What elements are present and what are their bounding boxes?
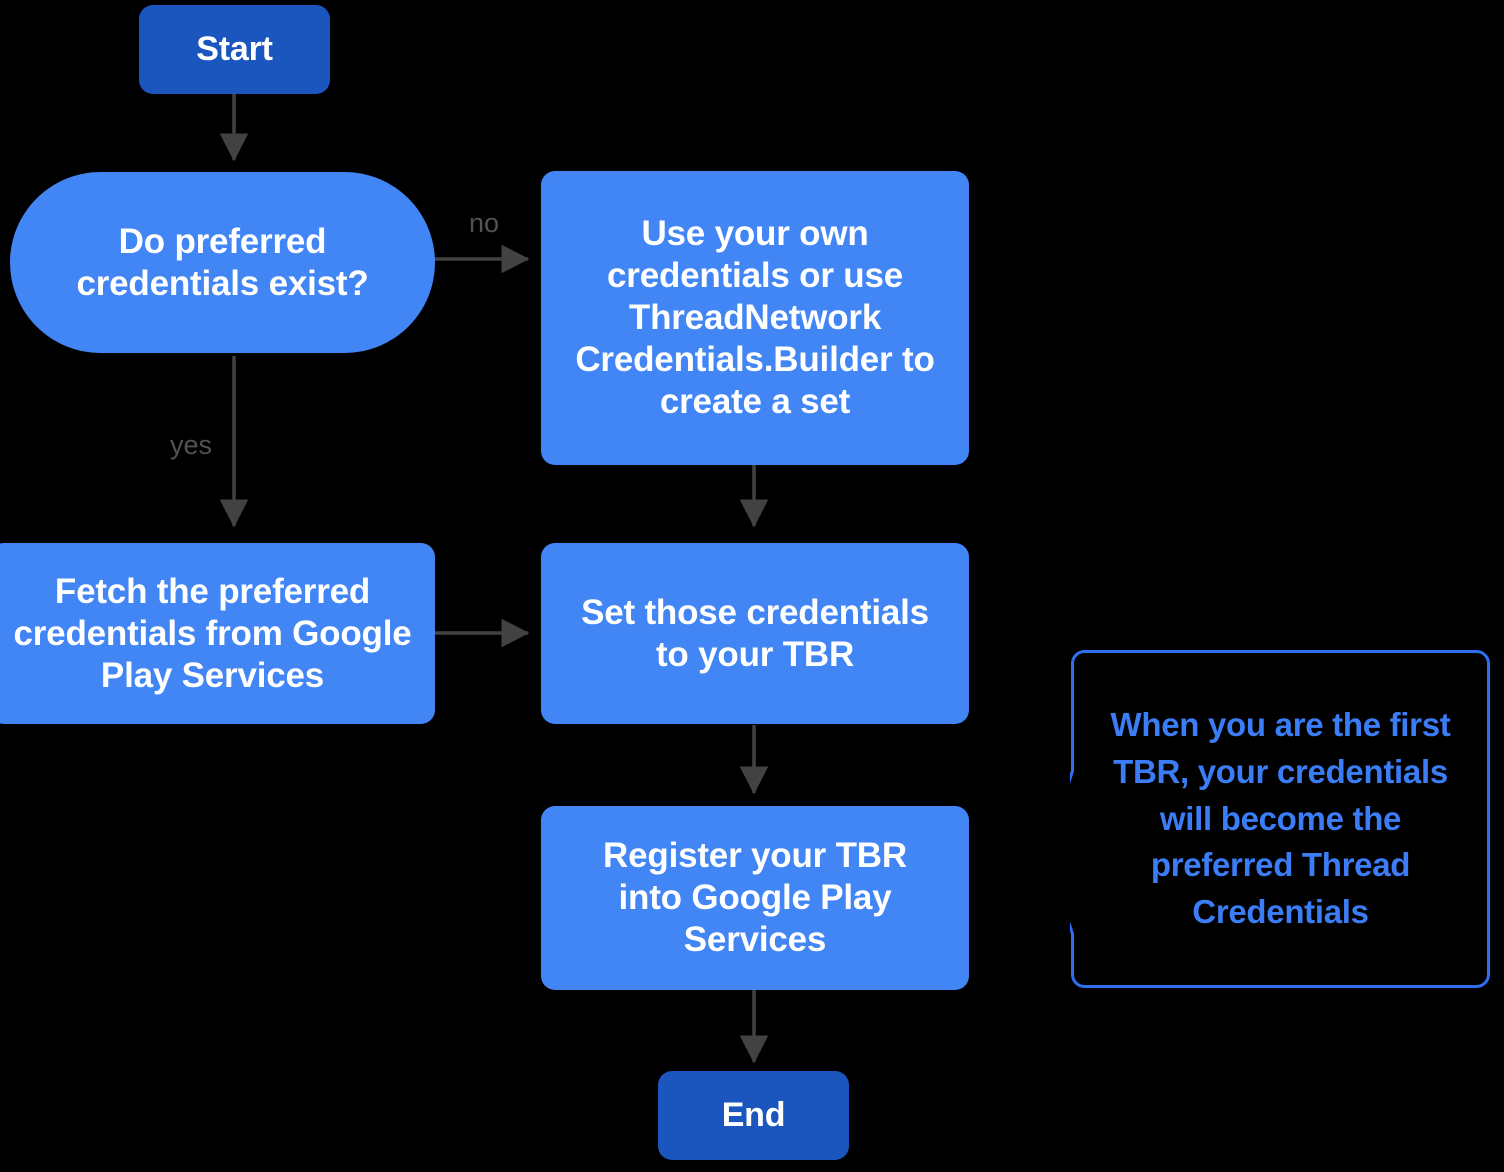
node-decision-preferred-credentials[interactable]: Do preferred credentials exist? [10,172,435,353]
node-end[interactable]: End [658,1071,849,1160]
node-register-tbr-label: Register your TBR into Google Play Servi… [603,836,907,959]
node-fetch-preferred-credentials-label: Fetch the preferred credentials from Goo… [13,571,412,695]
callout-note-text: When you are the first TBR, your credent… [1110,705,1451,931]
node-register-tbr[interactable]: Register your TBR into Google Play Servi… [541,806,969,990]
node-start-label: Start [196,30,273,69]
edge-label-yes-text: yes [170,430,213,460]
node-use-own-credentials[interactable]: Use your own credentials or use ThreadNe… [541,171,969,465]
callout-note-first-tbr: When you are the first TBR, your credent… [1070,649,1491,989]
edge-label-no: no [469,210,499,237]
edge-label-no-text: no [469,208,500,238]
node-set-credentials-label: Set those credentials to your TBR [581,592,929,674]
node-end-label: End [721,1096,786,1135]
node-set-credentials-to-tbr[interactable]: Set those credentials to your TBR [541,543,969,724]
node-start[interactable]: Start [139,5,330,94]
node-decision-label: Do preferred credentials exist? [76,221,369,303]
node-use-own-credentials-label: Use your own credentials or use ThreadNe… [575,214,935,421]
node-fetch-preferred-credentials[interactable]: Fetch the preferred credentials from Goo… [0,543,435,724]
edge-label-yes: yes [170,432,212,459]
